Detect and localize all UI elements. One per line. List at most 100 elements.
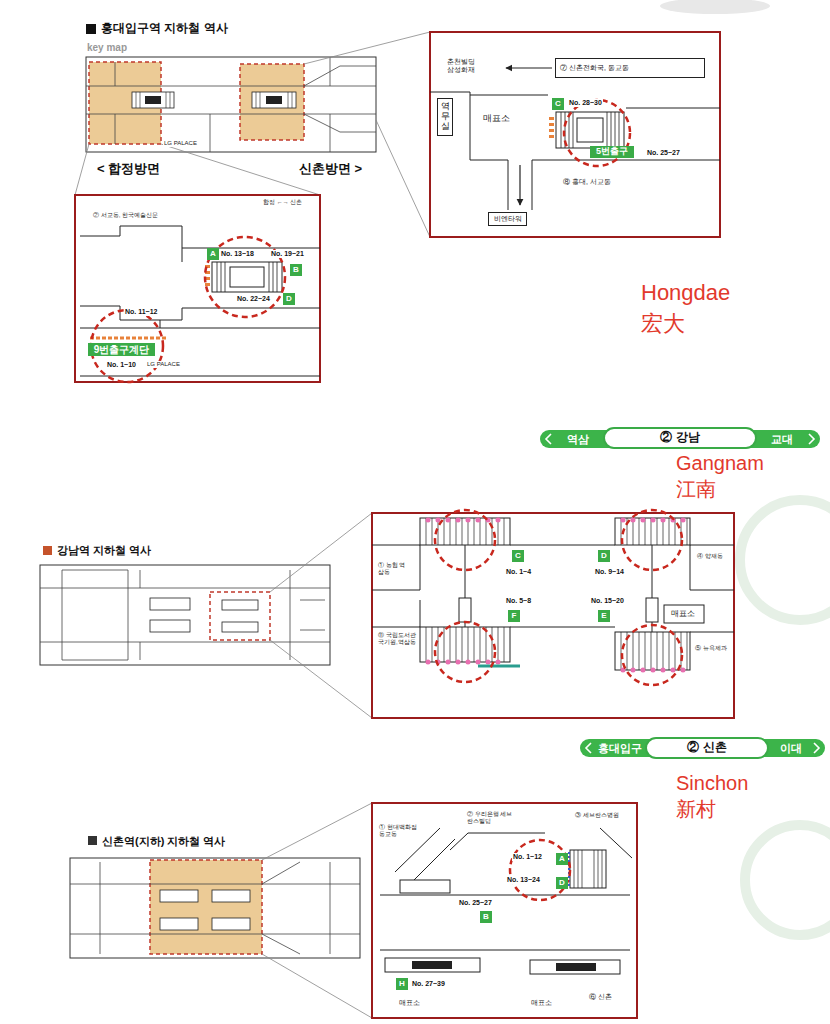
exit-destination: ⑥ 신촌 [588,993,613,1001]
exit-marker [478,665,520,668]
highlight-region [210,592,270,640]
keymap-wall [40,570,330,660]
stair-core [577,118,603,142]
exit-destination: ⑧ 홍대, 서교동 [562,178,612,186]
callout-number: No. 28~30 [568,99,603,107]
background-ring [740,500,830,620]
panel-title: 신촌역(지하) 지하철 역사 [101,835,226,848]
exit-destination: ⑪ 국립도서관 국기원,역삼동 [377,632,419,646]
exit-letter: C [552,98,564,110]
zoom-leader [262,803,372,1018]
blur-blob [660,0,770,14]
zoom-frame [372,803,637,1018]
highlight-region [89,62,161,144]
exit-destination: ② 서교동, 한국예술신문 [92,212,159,219]
office-box: 역무실 [437,98,453,136]
node-text: C [515,552,521,561]
callout-number: No. 1~10 [106,361,137,369]
stair-block [420,518,510,545]
panel-title: 강남역 지하철 역사 [56,544,152,557]
keymap-platform [222,622,258,632]
passage-gate [459,598,471,622]
exit-letter: F [508,610,520,622]
keymap-platform [160,918,198,930]
callout-number: No. 19~21 [270,250,305,258]
passage-line [465,545,652,632]
node-text: F [512,612,517,621]
direction-label: < 합정방면 [96,162,161,177]
callout-number: No. 5~8 [505,597,532,605]
node-text: A [210,250,216,259]
highlight-circle [205,237,285,317]
callout-number: No. 1~4 [505,568,532,576]
platform-block [400,880,450,893]
keymap-frame [86,57,376,152]
callout-number: No. 1~12 [512,853,543,861]
node-text: H [399,980,405,989]
line-bar [580,739,825,757]
platform-core [556,963,596,971]
platform-block [530,960,620,974]
place-name: 매표소 [482,113,511,123]
exit-marker [549,117,554,138]
keymap-frame [70,858,360,958]
callout-number: No. 25~27 [646,149,681,157]
highlight-circle [435,510,495,570]
place-name: 춘천빌딩 삼성화재 [446,58,482,74]
highlight-region [150,860,262,954]
station-next: 이대 [766,739,825,757]
highlight-region [240,64,304,140]
exit-sign: 9번출구계단 [88,343,155,356]
exit-marker [90,337,168,340]
exit-destination: ① 농협 역삼동 [377,562,409,576]
keymap-stair-core [266,96,282,104]
station-name: Hongdae [640,280,731,305]
zoom-frame [430,32,720,237]
keymap-stairs [136,92,292,108]
station-name: 江南 [675,478,717,501]
node-text: 교대 [771,433,793,445]
keymap-platform [150,620,190,632]
place-name: 매표소 [670,609,696,618]
stair-steps [561,112,619,148]
node-text: D [559,879,565,888]
place-name: LG PALACE [146,361,181,368]
place-name: 매표소 [398,999,421,1007]
destination-box: ⑦ 신촌전화국, 동교동 [555,58,705,78]
node-text: 역무실 [441,102,450,132]
background-ring [745,825,830,935]
node-text: 비엔타워 [494,215,522,223]
station-name: Gangnam [675,452,765,475]
callout-number: No. 13~24 [506,876,541,884]
direction-arrow [506,67,552,68]
corridor-wall [430,92,720,210]
node-text: ② 강남 [660,431,699,444]
callout-number: No. 9~14 [594,568,625,576]
station-name: 新村 [675,798,717,821]
node-text: 이대 [780,742,802,754]
keymap-platform [222,600,258,610]
exit-letter: D [556,877,568,889]
exit-letter: B [480,911,492,923]
stair-block [212,262,282,292]
keymap-caption: key map [86,42,128,54]
keymap-platform [150,598,190,610]
corridor-wall [372,545,734,632]
node-text: 홍대입구 [598,742,642,754]
station-prev: 홍대입구 [580,739,650,757]
callout-number: No. 22~24 [236,295,271,303]
place-name: LG PALACE [163,140,198,147]
title-square [88,836,97,845]
highlight-circle [622,510,682,570]
exit-destination: ② 우리은행 세브란스빌딩 [466,811,514,825]
corridor-wall [380,828,632,950]
zoom-frame [75,195,320,382]
keymap-platform [212,890,250,902]
node-text: B [293,266,299,275]
callout-number: No. 25~27 [458,899,493,907]
station-pill: ② 신촌 [645,737,769,759]
highlight-circle [510,840,570,900]
title-square [43,546,52,555]
exit-letter: D [598,550,610,562]
